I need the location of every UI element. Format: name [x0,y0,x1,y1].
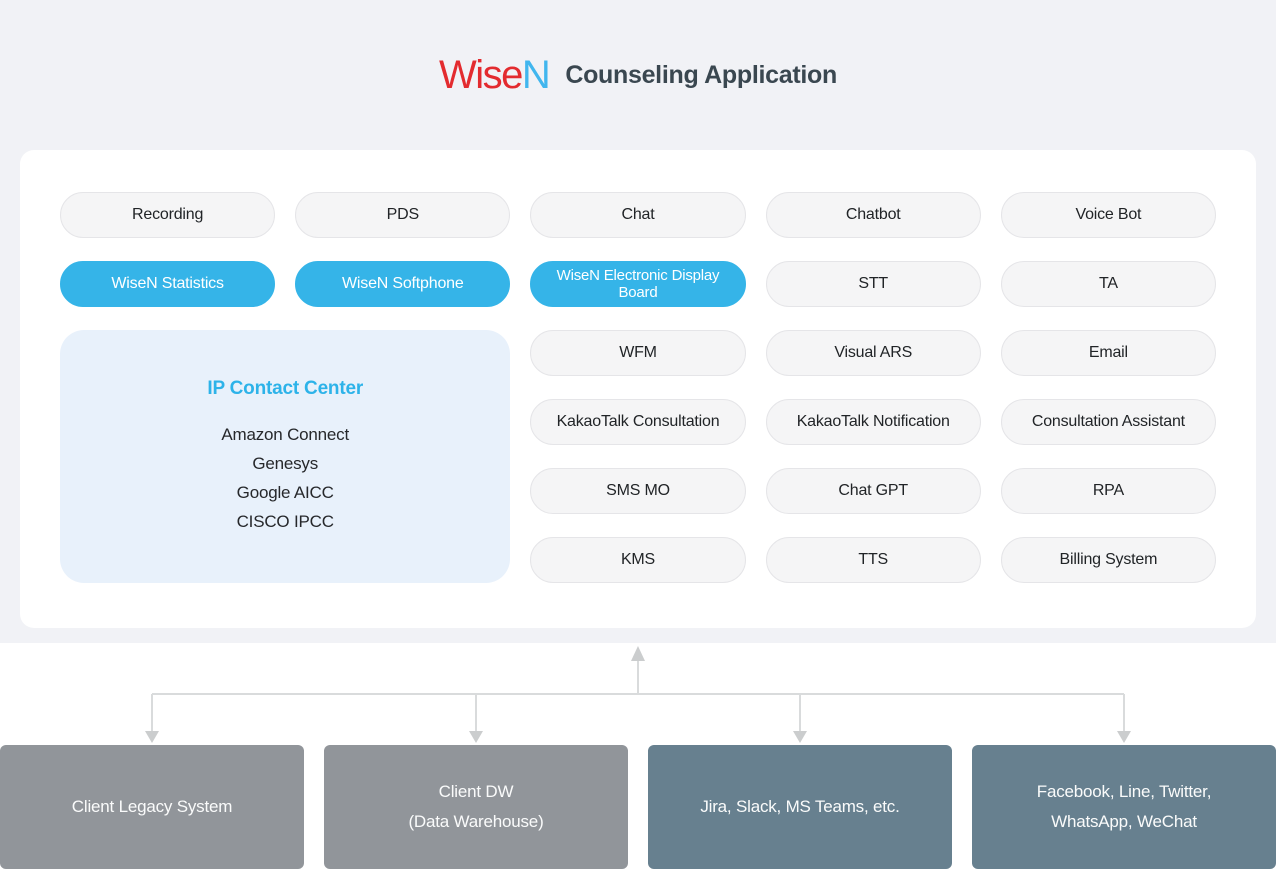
module-pill-rpa: RPA [1000,468,1216,514]
module-pill-chatbot: Chatbot [765,192,981,238]
system-box-label: Facebook, Line, Twitter, [1036,782,1212,801]
module-pill-stt: STT [765,261,981,307]
module-pill-wfm: WFM [530,330,746,376]
module-pill-wisen-electronic-display-board: WiseN Electronic Display Board [530,261,746,307]
system-box-client-dw: Client DW (Data Warehouse) [324,745,628,869]
module-pill-recording: Recording [60,192,276,238]
module-pill-voice-bot: Voice Bot [1000,192,1216,238]
module-pill-kms: KMS [530,537,746,583]
ip-item-google-aicc: Google AICC [236,482,334,502]
wisen-logo: WiseN [439,53,551,97]
module-pill-email: Email [1000,330,1216,376]
ip-contact-center-title: IP Contact Center [207,377,364,399]
module-pill-kakaotalk-consultation: KakaoTalk Consultation [530,399,746,445]
module-pill-billing-system: Billing System [1000,537,1216,583]
application-card: Recording PDS Chat Chatbot Voice Bot Wis… [20,150,1256,628]
system-box-client-legacy: Client Legacy System [0,745,304,869]
page-title: Counseling Application [565,60,837,89]
module-grid: Recording PDS Chat Chatbot Voice Bot Wis… [60,192,1216,583]
module-pill-wisen-softphone: WiseN Softphone [295,261,511,307]
hero-section: WiseN Counseling Application Recording P… [0,0,1276,643]
ip-item-genesys: Genesys [252,453,319,473]
module-pill-wisen-statistics: WiseN Statistics [60,261,276,307]
module-pill-tts: TTS [765,537,981,583]
system-box-collaboration-tools: Jira, Slack, MS Teams, etc. [648,745,952,869]
module-pill-chat-gpt: Chat GPT [765,468,981,514]
logo-text-wise: Wise [439,53,523,97]
system-box-label: WhatsApp, WeChat [1051,812,1197,831]
module-pill-kakaotalk-notification: KakaoTalk Notification [765,399,981,445]
module-pill-pds: PDS [295,192,511,238]
logo-text-n: N [521,53,551,97]
module-pill-visual-ars: Visual ARS [765,330,981,376]
module-pill-consultation-assistant: Consultation Assistant [1000,399,1216,445]
header: WiseN Counseling Application [0,0,1276,150]
system-box-label: Client Legacy System [71,797,233,816]
system-box-label: Jira, Slack, MS Teams, etc. [700,797,900,816]
ip-contact-center-panel: IP Contact Center Amazon Connect Genesys… [60,330,511,583]
external-systems-row: Client Legacy System Client DW (Data War… [0,745,1276,869]
flow-connector-arrows [0,643,1276,745]
ip-item-amazon-connect: Amazon Connect [221,424,349,444]
ip-item-cisco-ipcc: CISCO IPCC [236,511,334,531]
system-box-label: Client DW [438,782,514,801]
module-pill-ta: TA [1000,261,1216,307]
system-box-social-channels: Facebook, Line, Twitter, WhatsApp, WeCha… [972,745,1276,869]
module-pill-sms-mo: SMS MO [530,468,746,514]
system-box-label: (Data Warehouse) [408,812,544,831]
module-pill-chat: Chat [530,192,746,238]
